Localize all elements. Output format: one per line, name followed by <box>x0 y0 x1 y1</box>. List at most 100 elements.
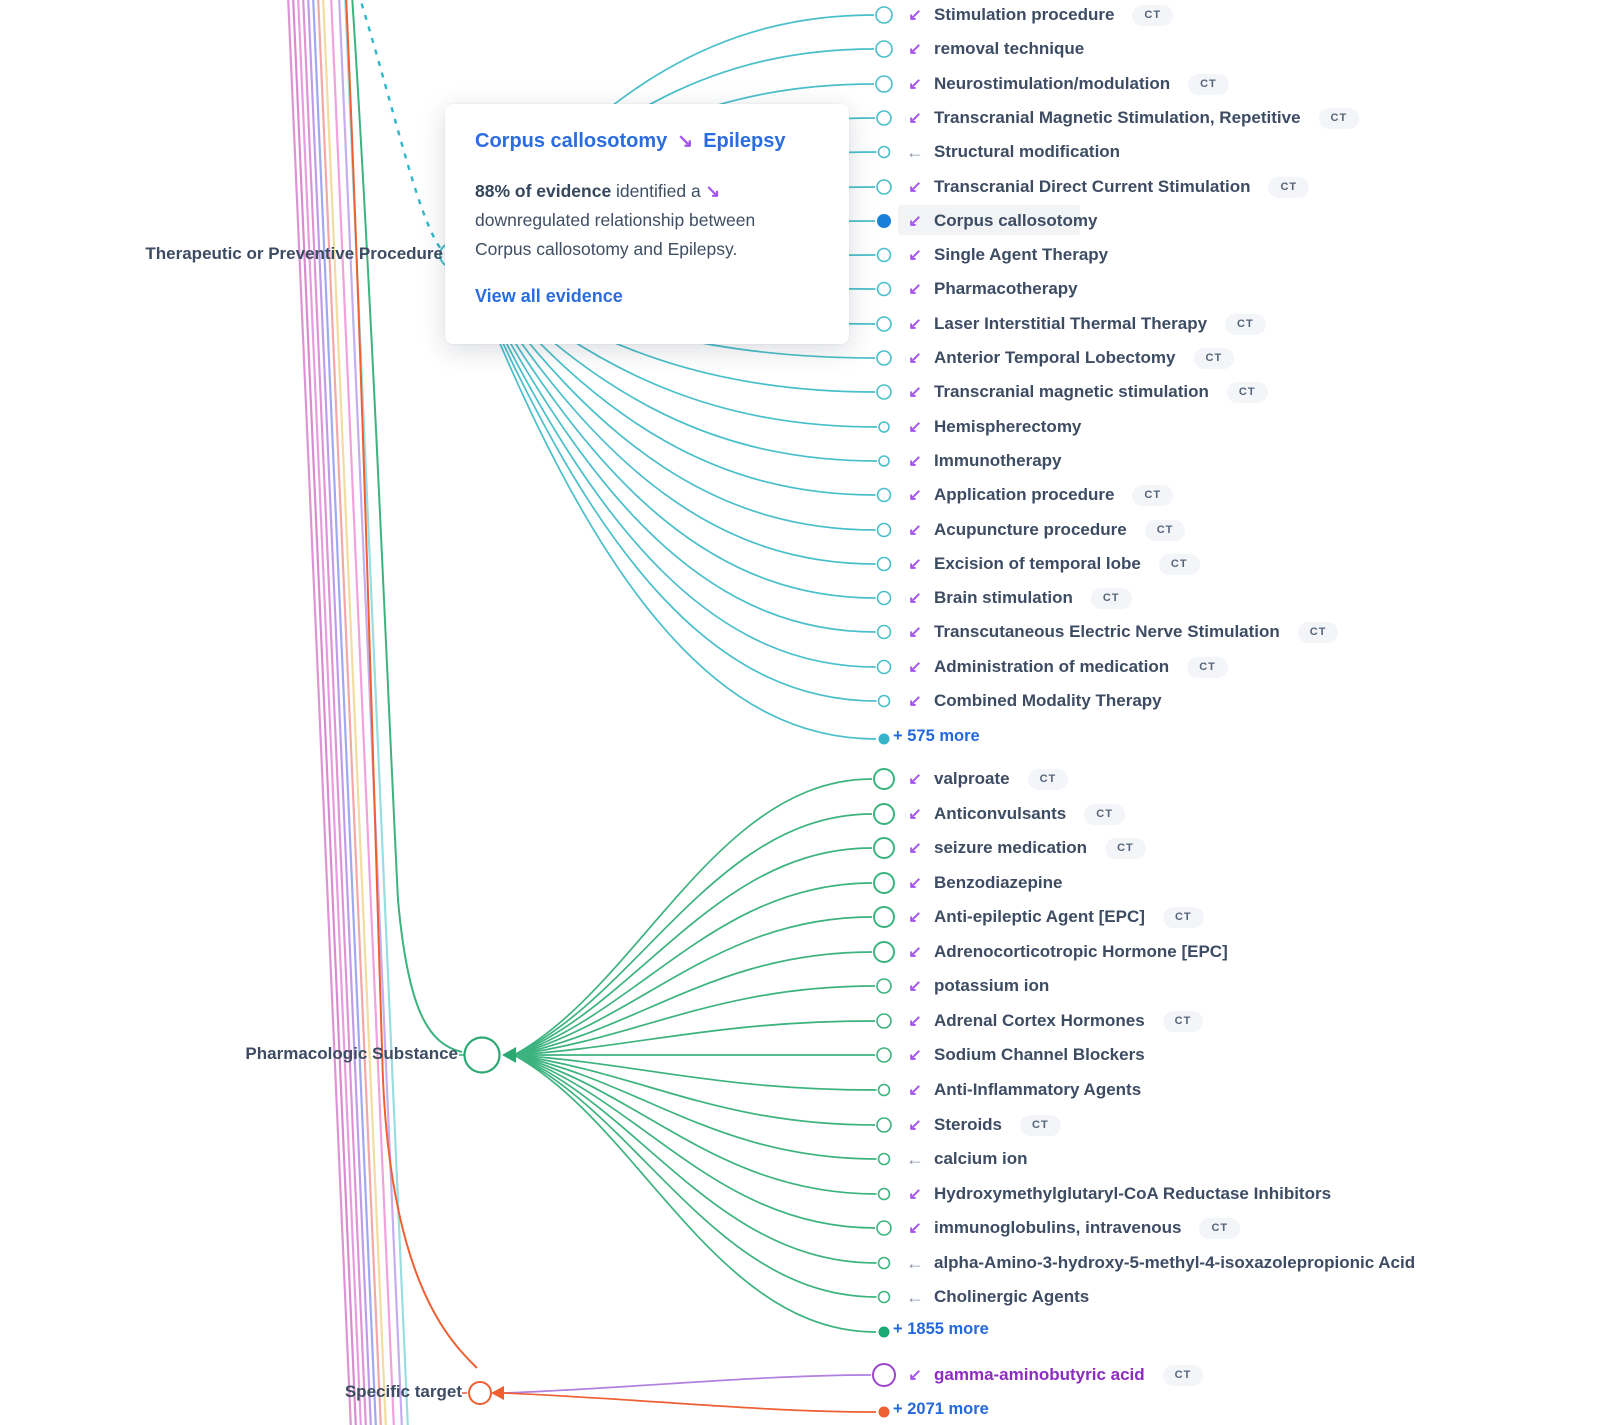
entity-node[interactable] <box>873 837 895 859</box>
downregulated-arrow-icon: ↙ <box>908 350 922 367</box>
list-item[interactable]: ↙removal technique <box>900 34 1084 64</box>
entity-node[interactable] <box>876 978 892 994</box>
entity-node[interactable] <box>876 522 892 538</box>
ct-badge: CT <box>1226 381 1268 403</box>
node-label-therapeutic-or-preventive-procedure[interactable]: Therapeutic or Preventive Procedure <box>145 244 443 263</box>
list-item[interactable]: ↙Pharmacotherapy <box>900 274 1077 304</box>
entity-node[interactable] <box>876 487 892 503</box>
show-more-link[interactable]: + 575 more <box>893 727 980 745</box>
entity-node[interactable] <box>873 768 895 790</box>
entity-node[interactable] <box>876 247 892 263</box>
entity-node[interactable] <box>876 556 892 572</box>
list-item[interactable]: ←calcium ion <box>900 1144 1028 1174</box>
list-item[interactable]: ↙Sodium Channel Blockers <box>900 1040 1145 1070</box>
tooltip-source-entity[interactable]: Corpus callosotomy <box>475 130 668 152</box>
entity-node[interactable] <box>873 872 895 894</box>
entity-node[interactable] <box>876 110 892 126</box>
entity-node[interactable] <box>876 659 892 675</box>
edge <box>513 1054 877 1160</box>
entity-node[interactable] <box>876 384 892 400</box>
list-item[interactable]: ↙Anti-Inflammatory Agents <box>900 1075 1141 1105</box>
entity-node[interactable] <box>876 590 892 606</box>
entity-node[interactable] <box>873 906 895 928</box>
entity-node[interactable] <box>873 941 895 963</box>
entity-node[interactable] <box>875 40 893 58</box>
downregulated-arrow-icon: ↙ <box>908 453 922 470</box>
entity-node[interactable] <box>877 1152 891 1166</box>
entity-node[interactable] <box>876 1117 892 1133</box>
entity-node[interactable] <box>876 350 892 366</box>
show-more-link[interactable]: + 2071 more <box>893 1400 989 1418</box>
list-item[interactable]: ←alpha-Amino-3-hydroxy-5-methyl-4-isoxaz… <box>900 1248 1415 1278</box>
entity-node[interactable] <box>876 1013 892 1029</box>
list-item[interactable]: ↙Transcranial Magnetic Stimulation, Repe… <box>900 103 1360 133</box>
entity-node[interactable] <box>877 1187 891 1201</box>
node-circle-specific[interactable] <box>468 1381 492 1405</box>
entity-node[interactable] <box>877 1256 891 1270</box>
entity-node[interactable] <box>878 455 890 467</box>
entity-node[interactable] <box>876 316 892 332</box>
node-label-pharmacologic-substance[interactable]: Pharmacologic Substance <box>245 1044 458 1063</box>
view-all-evidence-link[interactable]: View all evidence <box>475 286 623 306</box>
edge <box>464 257 876 599</box>
ct-badge: CT <box>1187 656 1228 678</box>
list-item[interactable]: ↙Corpus callosotomy <box>900 206 1097 236</box>
list-item[interactable]: ←Structural modification <box>900 137 1120 167</box>
entity-node[interactable] <box>872 1363 896 1387</box>
entity-node[interactable] <box>873 803 895 825</box>
entity-node[interactable] <box>877 1083 891 1097</box>
list-item[interactable]: ↙Transcutaneous Electric Nerve Stimulati… <box>900 617 1339 647</box>
entity-node[interactable] <box>876 179 892 195</box>
entity-node[interactable] <box>877 145 891 159</box>
entity-node[interactable] <box>878 421 890 433</box>
tooltip-target-entity[interactable]: Epilepsy <box>703 130 786 152</box>
downregulated-arrow-icon: ↙ <box>908 1186 922 1203</box>
entity-node[interactable] <box>876 624 892 640</box>
node-circle-pharmacologic[interactable] <box>463 1036 501 1074</box>
list-item[interactable]: ↙potassium ion <box>900 971 1049 1001</box>
show-more-link[interactable]: + 1855 more <box>893 1320 989 1338</box>
list-item[interactable]: ←Cholinergic Agents <box>900 1282 1089 1312</box>
entity-node-selected[interactable] <box>877 214 891 228</box>
list-item[interactable]: ↙Single Agent Therapy <box>900 240 1108 270</box>
list-item[interactable]: ↙Immunotherapy <box>900 446 1061 476</box>
list-item[interactable]: ↙Benzodiazepine <box>900 868 1062 898</box>
entity-node[interactable] <box>876 1047 892 1063</box>
entity-node[interactable] <box>877 694 891 708</box>
edge-bundle-line <box>317 0 382 1425</box>
entity-node[interactable] <box>876 281 892 297</box>
list-item-label: Sodium Channel Blockers <box>934 1045 1145 1064</box>
list-item[interactable]: ↙Hemispherectomy <box>900 412 1081 442</box>
list-item[interactable]: ↙Combined Modality Therapy <box>900 686 1161 716</box>
entity-node[interactable] <box>877 1290 891 1304</box>
edge <box>513 882 873 1056</box>
edge-bundle-line <box>312 0 377 1425</box>
list-item[interactable]: ↙Hydroxymethylglutaryl-CoA Reductase Inh… <box>900 1179 1331 1209</box>
entity-node[interactable] <box>875 75 893 93</box>
list-item[interactable]: ↙Adrenocorticotropic Hormone [EPC] <box>900 937 1227 967</box>
list-item[interactable]: ↙Anti-epileptic Agent [EPC]CT <box>900 902 1204 932</box>
list-item[interactable]: ↙Transcranial Direct Current Stimulation… <box>900 172 1310 202</box>
entity-node[interactable] <box>875 6 893 24</box>
node-label-specific-target[interactable]: Specific target <box>344 1382 462 1401</box>
downregulated-arrow-icon: ↙ <box>908 659 922 676</box>
evidence-tooltip: Corpus callosotomy ↘ Epilepsy 88% of evi… <box>445 104 849 344</box>
entity-node[interactable] <box>876 1220 892 1236</box>
